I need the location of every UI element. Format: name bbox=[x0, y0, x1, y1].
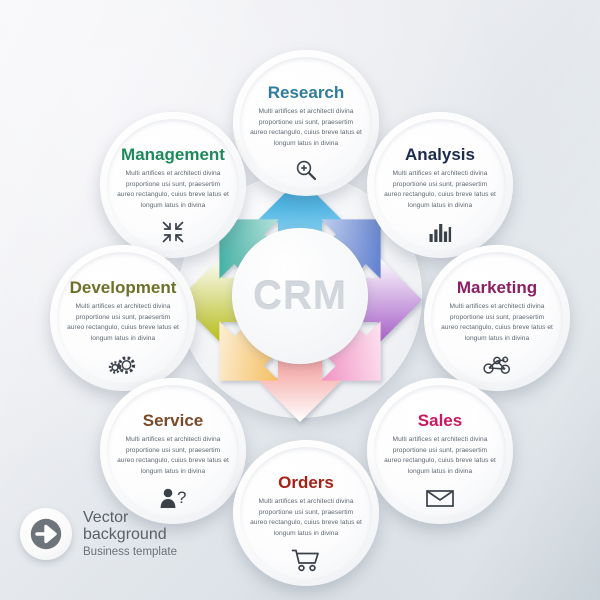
node-analysis[interactable]: Analysis Multi artifices et architecti d… bbox=[367, 112, 513, 258]
badge-line-3: Business template bbox=[83, 545, 177, 558]
arrow-right-circle-icon bbox=[20, 508, 72, 560]
badge-line-2: background bbox=[83, 526, 167, 544]
node-development[interactable]: Development Multi artifices et architect… bbox=[50, 245, 196, 391]
node-research[interactable]: Research Multi artifices et architecti d… bbox=[233, 50, 379, 196]
node-development-title: Development bbox=[69, 278, 177, 297]
node-analysis-title: Analysis bbox=[405, 145, 475, 164]
node-marketing[interactable]: Marketing Multi artifices et architecti … bbox=[424, 245, 570, 391]
node-marketing-body: Multi artifices et architecti divina pro… bbox=[441, 303, 553, 343]
node-development-body: Multi artifices et architecti divina pro… bbox=[67, 303, 179, 343]
bar-chart-icon bbox=[428, 219, 452, 245]
envelope-icon bbox=[425, 485, 455, 511]
node-research-body: Multi artifices et architecti divina pro… bbox=[250, 108, 362, 148]
node-management[interactable]: Management Multi artifices et architecti… bbox=[100, 112, 246, 258]
node-management-body: Multi artifices et architecti divina pro… bbox=[117, 170, 229, 210]
crm-hub: CRM bbox=[232, 228, 368, 364]
node-sales[interactable]: Sales Multi artifices et architecti divi… bbox=[367, 378, 513, 524]
node-marketing-title: Marketing bbox=[456, 278, 538, 297]
vector-background-badge: Vector background Business template bbox=[20, 508, 177, 560]
node-research-title: Research bbox=[267, 83, 345, 102]
collapse-arrows-icon bbox=[161, 219, 185, 245]
node-analysis-body: Multi artifices et architecti divina pro… bbox=[384, 170, 496, 210]
node-orders-title: Orders bbox=[278, 473, 334, 492]
shopping-cart-icon bbox=[291, 547, 321, 573]
badge-line-1: Vector bbox=[83, 509, 129, 527]
svg-text:?: ? bbox=[177, 488, 186, 507]
magnifier-icon bbox=[294, 157, 318, 183]
node-management-title: Management bbox=[121, 145, 225, 164]
node-orders[interactable]: Orders Multi artifices et architecti div… bbox=[233, 440, 379, 586]
node-orders-body: Multi artifices et architecti divina pro… bbox=[250, 498, 362, 538]
node-sales-title: Sales bbox=[417, 411, 463, 430]
node-service-title: Service bbox=[142, 411, 204, 430]
node-sales-body: Multi artifices et architecti divina pro… bbox=[384, 436, 496, 476]
crm-hub-label: CRM bbox=[252, 273, 348, 318]
network-nodes-icon bbox=[482, 352, 512, 378]
gears-icon bbox=[108, 352, 138, 378]
node-service-body: Multi artifices et architecti divina pro… bbox=[117, 436, 229, 476]
user-question-icon: ? bbox=[158, 485, 188, 511]
node-service[interactable]: Service Multi artifices et architecti di… bbox=[100, 378, 246, 524]
